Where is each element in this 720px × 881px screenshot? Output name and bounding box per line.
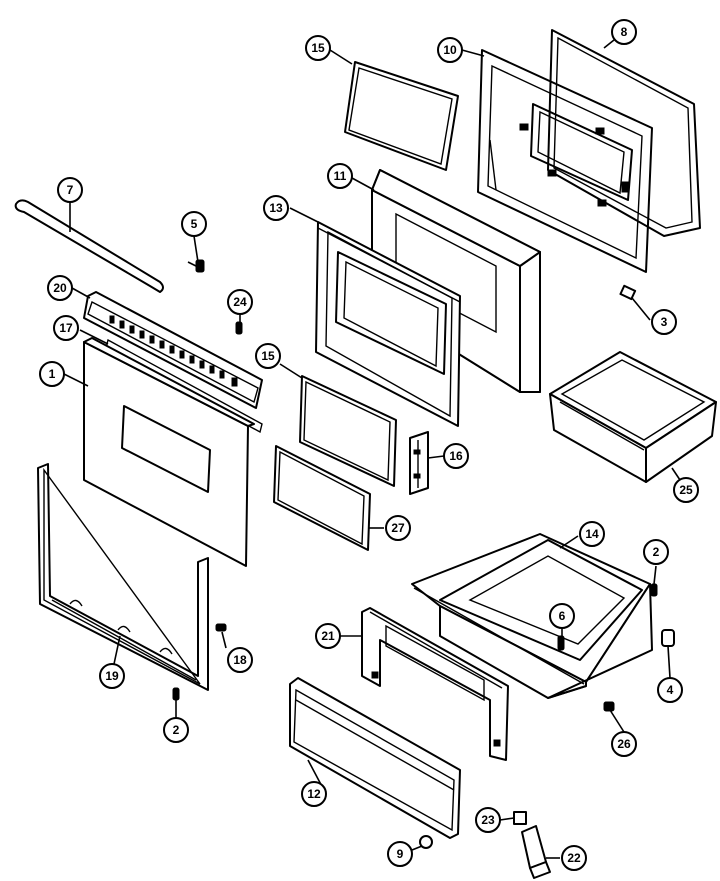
callout-6: 6: [549, 603, 575, 629]
part-4-roller: [661, 629, 675, 647]
callout-17: 17: [53, 315, 79, 341]
callout-23: 23: [475, 807, 501, 833]
callout-5: 5: [181, 211, 207, 237]
part-20-vent-trim: [83, 291, 263, 409]
part-18-screw: [215, 623, 227, 632]
svg-text:12: 12: [307, 787, 321, 801]
svg-text:23: 23: [481, 813, 495, 827]
part-7-door-handle: [14, 199, 164, 293]
part-22-trim-strip: [521, 825, 551, 879]
svg-text:20: 20: [53, 281, 67, 295]
callout-15-upper: 15: [305, 35, 331, 61]
callout-15-middle: 15: [255, 343, 281, 369]
svg-text:22: 22: [567, 851, 581, 865]
svg-text:2: 2: [173, 723, 180, 737]
svg-text:2: 2: [653, 545, 660, 559]
leader-lines: [63, 39, 681, 859]
callout-2-upper: 2: [643, 539, 669, 565]
callout-12: 12: [301, 781, 327, 807]
svg-text:10: 10: [443, 43, 457, 57]
callout-26: 26: [611, 731, 637, 757]
callout-8-upper: 8: [611, 19, 637, 45]
svg-text:8: 8: [621, 25, 628, 39]
part-1-outer-door: [83, 337, 255, 567]
part-15-middle-glass: [299, 375, 397, 487]
callout-19: 19: [99, 663, 125, 689]
callout-10: 10: [437, 37, 463, 63]
part-21-drawer-bracket: [361, 607, 509, 761]
part-3-clip: [619, 284, 637, 301]
svg-text:15: 15: [311, 41, 325, 55]
callout-27: 27: [385, 515, 411, 541]
callout-24: 24: [227, 289, 253, 315]
part-26-clip: [603, 701, 615, 712]
callout-11: 11: [327, 163, 353, 189]
svg-text:27: 27: [391, 521, 405, 535]
svg-text:21: 21: [321, 629, 335, 643]
svg-text:5: 5: [191, 217, 198, 231]
svg-text:14: 14: [585, 527, 599, 541]
callout-3: 3: [651, 309, 677, 335]
callout-18: 18: [227, 647, 253, 673]
svg-text:3: 3: [661, 315, 668, 329]
part-19-lower-frame: [37, 463, 209, 691]
part-10-inner-door-frame: [477, 49, 653, 273]
part-15-upper-glass: [344, 61, 459, 171]
callout-14: 14: [579, 521, 605, 547]
part-12-drawer-front: [289, 677, 461, 839]
part-5-screw: [187, 259, 205, 273]
callout-20: 20: [47, 275, 73, 301]
svg-text:11: 11: [334, 169, 347, 183]
callout-16: 16: [443, 443, 469, 469]
svg-text:24: 24: [233, 295, 247, 309]
part-8-door-gasket: [547, 29, 701, 237]
callout-25: 25: [673, 477, 699, 503]
callout-1: 1: [39, 361, 65, 387]
callout-7: 7: [57, 177, 83, 203]
part-27-lower-glass: [273, 445, 371, 551]
part-23-clip: [513, 811, 527, 825]
svg-text:1: 1: [49, 367, 56, 381]
part-24-screw: [235, 321, 243, 335]
callout-4: 4: [657, 677, 683, 703]
part-9-nut: [419, 835, 433, 849]
svg-text:26: 26: [617, 737, 631, 751]
svg-text:18: 18: [233, 653, 247, 667]
svg-text:15: 15: [261, 349, 275, 363]
part-2-screw-lower: [172, 687, 180, 701]
part-2-screw-upper: [650, 583, 658, 597]
svg-text:25: 25: [679, 483, 693, 497]
part-6-screw: [557, 635, 565, 651]
callout-2-lower: 2: [163, 717, 189, 743]
part-13-door-liner: [315, 221, 461, 427]
svg-text:19: 19: [105, 669, 119, 683]
svg-text:16: 16: [449, 449, 463, 463]
svg-text:7: 7: [67, 183, 74, 197]
callout-13: 13: [263, 195, 289, 221]
svg-text:17: 17: [59, 321, 73, 335]
callout-9: 9: [387, 841, 413, 867]
svg-text:4: 4: [667, 683, 674, 697]
svg-text:9: 9: [397, 847, 404, 861]
part-25-storage-drawer: [549, 351, 717, 483]
callout-21: 21: [315, 623, 341, 649]
callout-22: 22: [561, 845, 587, 871]
part-14-drawer-body: [411, 533, 653, 699]
svg-text:6: 6: [559, 609, 566, 623]
svg-text:13: 13: [269, 201, 283, 215]
part-16-bracket: [409, 431, 429, 495]
